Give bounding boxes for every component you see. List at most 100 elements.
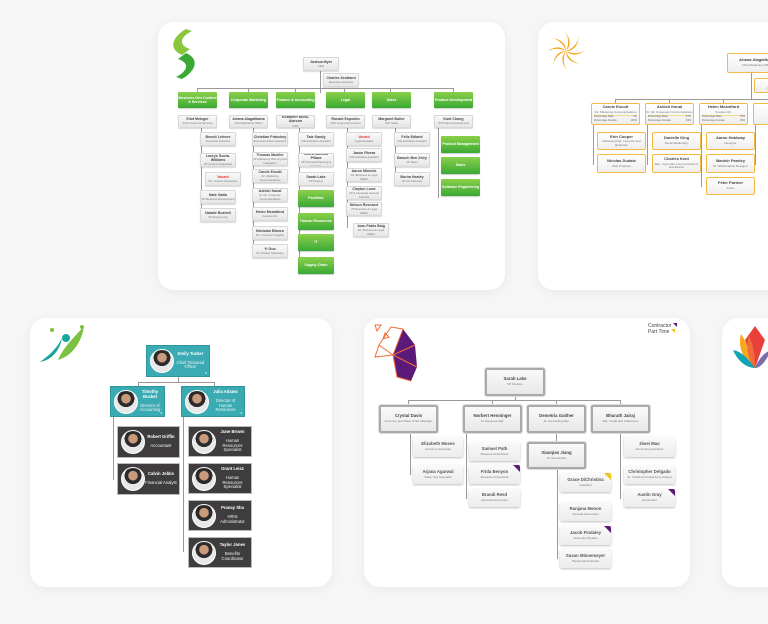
org-node[interactable]: Legal <box>326 92 365 108</box>
org-node[interactable]: Software Engineering <box>441 179 480 196</box>
node-name: Supply Chain <box>304 263 328 268</box>
percentage-male: Percentage Male:67% <box>647 115 692 119</box>
org-node[interactable]: Supply Chain <box>298 257 334 274</box>
avatar <box>192 429 216 454</box>
node-title: VP Finance <box>507 382 523 387</box>
org-node[interactable]: NeDir. <box>753 103 768 125</box>
org-node[interactable]: Product Development <box>434 92 473 108</box>
org-node[interactable]: Sales <box>372 92 411 108</box>
org-node[interactable]: Corporate Marketing <box>229 92 268 108</box>
connector-line <box>755 125 756 165</box>
org-node[interactable]: Facilities <box>298 190 334 207</box>
node-title: VP Business Development <box>201 196 235 201</box>
org-node[interactable]: ChrExecutive <box>754 78 768 93</box>
node-name: Xiaoqian Jiang <box>541 449 572 455</box>
node-name: Vacant <box>358 134 370 139</box>
org-node[interactable]: Business Dev Content & Services <box>178 92 217 108</box>
node-title: VP Product Development <box>437 121 470 126</box>
node-name: Aaron Holdway <box>715 135 746 141</box>
org-node[interactable]: Sales <box>441 157 480 174</box>
org-node[interactable]: Human Resources <box>298 213 334 230</box>
node-title: Social Media Mgr. <box>664 141 689 146</box>
node-name: Taylor Jones <box>219 542 246 548</box>
org-node[interactable]: Product Management <box>441 136 480 153</box>
org-node[interactable]: IT <box>298 234 334 251</box>
node-title: Dir. Marketing Communications <box>259 174 281 182</box>
percentage-label: Percentage Male: <box>701 115 723 119</box>
node-title: Chief Marketing Officer <box>234 121 263 126</box>
org-node[interactable]: Finance & Accounting <box>276 92 315 108</box>
